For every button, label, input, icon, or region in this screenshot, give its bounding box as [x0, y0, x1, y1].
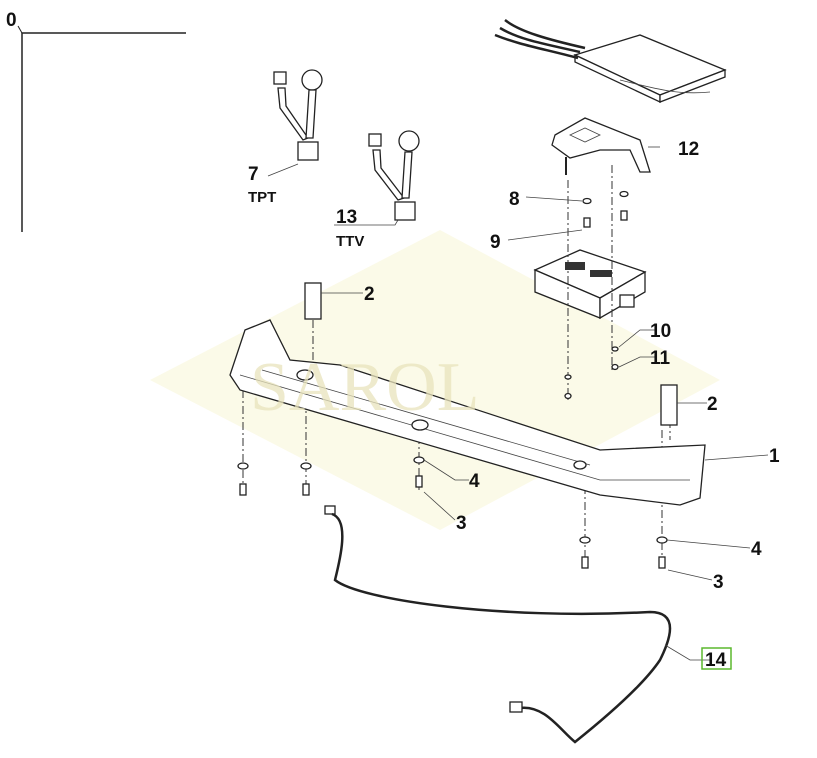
- callout-14[interactable]: 14: [705, 650, 727, 671]
- spacer-left: [304, 282, 322, 320]
- callout-11[interactable]: 11: [650, 348, 671, 369]
- callout-1[interactable]: 1: [769, 446, 780, 467]
- callout-8[interactable]: 8: [509, 189, 520, 210]
- callout-14-highlight: [701, 647, 732, 670]
- fasteners-upper: [582, 190, 629, 228]
- top-module: [494, 19, 727, 104]
- callout-3-left[interactable]: 3: [456, 513, 467, 534]
- bottom-fasteners: [237, 456, 668, 569]
- callout-0[interactable]: 0: [6, 10, 17, 31]
- callout-12[interactable]: 12: [678, 139, 699, 160]
- callout-4-right[interactable]: 4: [751, 539, 762, 560]
- frame-corner: [21, 32, 186, 232]
- spacer-right: [660, 384, 678, 426]
- callout-7[interactable]: 7: [248, 164, 259, 185]
- bracket: [551, 117, 651, 175]
- sensor-harness-tpt: [273, 69, 323, 161]
- callout-9[interactable]: 9: [490, 232, 501, 253]
- callout-10[interactable]: 10: [650, 321, 671, 342]
- leader-lines: [267, 146, 769, 661]
- callout-3-right[interactable]: 3: [713, 572, 724, 593]
- leader-0: [17, 25, 23, 34]
- callout-7-variant: TPT: [248, 189, 276, 206]
- fasteners-lower: [564, 346, 619, 400]
- tray: [229, 319, 706, 506]
- sensor-harness-ttv: [368, 130, 420, 221]
- callout-2-upper[interactable]: 2: [364, 284, 375, 305]
- cable-harness: [324, 505, 672, 744]
- callout-13[interactable]: 13: [336, 207, 357, 228]
- callout-4-left[interactable]: 4: [469, 471, 480, 492]
- callout-13-variant: TTV: [336, 233, 364, 250]
- callout-2-lower[interactable]: 2: [707, 394, 718, 415]
